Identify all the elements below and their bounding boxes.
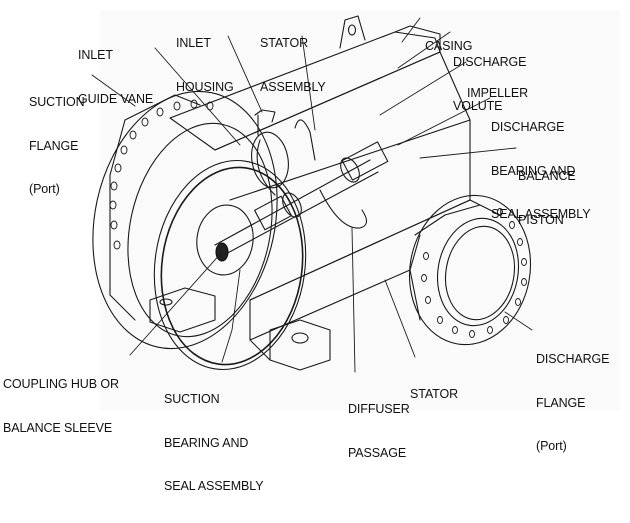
leader-discharge-flange (504, 311, 533, 331)
label-line: SUCTION (164, 392, 220, 406)
leader-discharge-volute (397, 31, 451, 69)
label-line: PISTON (518, 212, 564, 227)
label-line: HOUSING (176, 79, 234, 94)
label-line: IMPELLER (467, 86, 529, 100)
label-inlet-housing: INLET HOUSING (176, 7, 234, 123)
label-stator-assembly: STATOR ASSEMBLY (260, 7, 326, 123)
leader-inlet-housing (227, 35, 263, 113)
drawing-background (100, 10, 620, 410)
leader-impeller (379, 61, 467, 116)
label-line: INLET (176, 36, 211, 50)
label-line: BEARING AND (491, 163, 576, 178)
label-line: BEARING AND (164, 435, 249, 450)
label-line: SUCTION (29, 95, 85, 109)
label-line: SEAL ASSEMBLY (491, 207, 591, 221)
label-line: VOLUTE (453, 98, 503, 113)
pump-cutaway-diagram: INLET GUIDE VANE INLET HOUSING STATOR AS… (3, 7, 620, 493)
label-line: BALANCE SLEEVE (3, 420, 113, 435)
suction-flange-bolt-holes (109, 99, 214, 250)
label-line: ASSEMBLY (260, 79, 326, 94)
leader-stator (384, 279, 416, 358)
label-line: CASING (425, 39, 473, 53)
label-line: STATOR (410, 387, 459, 401)
leader-stator-assembly (301, 35, 316, 131)
label-line: DISCHARGE (536, 352, 610, 366)
label-discharge-bearing: DISCHARGE BEARING AND SEAL ASSEMBLY (491, 91, 591, 251)
label-line: COUPLING HUB OR (3, 377, 119, 391)
rotor-shaft (214, 141, 389, 262)
leader-suction-flange (91, 74, 136, 107)
label-stator: STATOR (410, 358, 458, 431)
discharge-flange-bolt-holes (421, 208, 527, 338)
leader-inlet-guide-vane (154, 47, 241, 146)
label-line: FLANGE (536, 395, 586, 410)
leader-discharge-bearing (397, 97, 491, 146)
leader-diffuser-passage (351, 227, 356, 373)
label-discharge-volute: DISCHARGE VOLUTE (453, 26, 527, 142)
label-line: PASSAGE (348, 445, 407, 460)
label-suction-flange: SUCTION FLANGE (Port) (29, 66, 85, 226)
pedestal-feet (149, 287, 331, 371)
leader-coupling-hub (129, 251, 223, 356)
suction-face-plate (153, 159, 307, 371)
label-balance-piston: BALANCE PISTON (518, 140, 576, 256)
pump-illustration (91, 10, 620, 410)
label-line: (Port) (29, 182, 60, 196)
leader-lines (91, 17, 533, 373)
label-line: DISCHARGE (491, 120, 565, 134)
label-discharge-flange: DISCHARGE FLANGE (Port) (536, 323, 610, 483)
label-casing: CASING (425, 10, 472, 83)
label-inlet-guide-vane: INLET GUIDE VANE (78, 19, 153, 135)
label-impeller: IMPELLER (467, 57, 528, 130)
label-line: FLANGE (29, 138, 79, 153)
label-coupling-hub: COUPLING HUB OR BALANCE SLEEVE (3, 348, 119, 464)
label-line: BALANCE (518, 169, 576, 183)
label-line: STATOR (260, 36, 309, 50)
label-line: SEAL ASSEMBLY (164, 479, 264, 493)
leader-suction-bearing (221, 269, 241, 363)
label-line: (Port) (536, 439, 567, 453)
label-suction-bearing: SUCTION BEARING AND SEAL ASSEMBLY (164, 363, 264, 523)
label-diffuser-passage: DIFFUSER PASSAGE (348, 373, 410, 489)
label-line: GUIDE VANE (78, 91, 154, 106)
leader-casing (401, 17, 421, 43)
label-line: DISCHARGE (453, 55, 527, 69)
internal-passages (251, 109, 368, 229)
label-line: INLET (78, 48, 113, 62)
leader-balance-piston (419, 147, 517, 159)
discharge-flange-shape (408, 194, 532, 346)
label-line: DIFFUSER (348, 402, 410, 416)
